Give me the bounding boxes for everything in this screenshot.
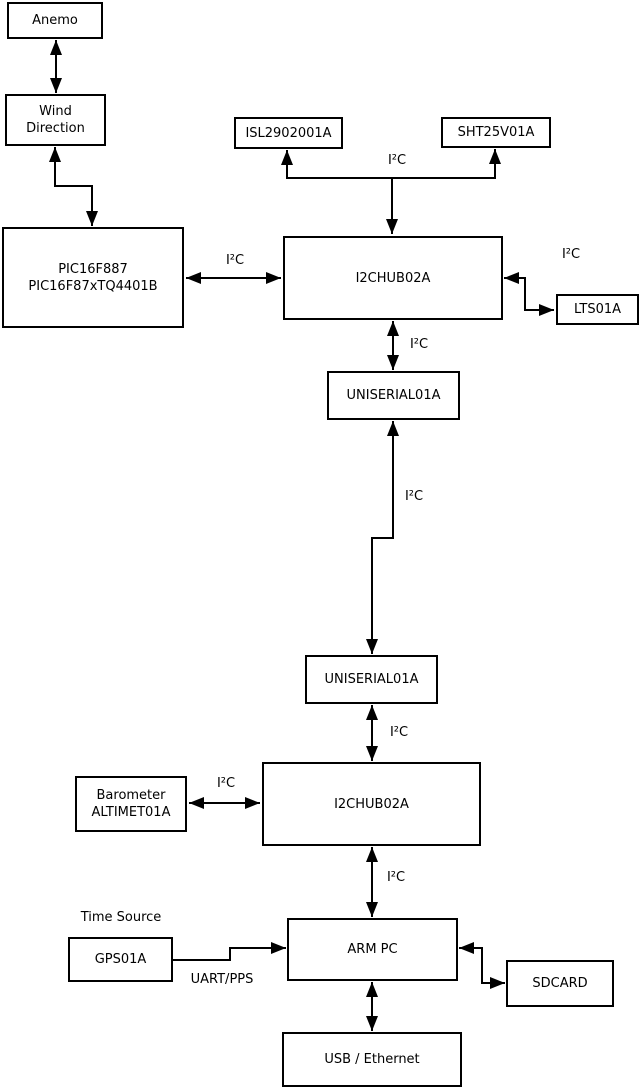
- lts-sensor-box: LTS01A: [556, 294, 639, 325]
- i2c-label-hub2-armpc: I²C: [386, 870, 406, 885]
- i2chub-top-box: I2CHUB02A: [283, 236, 503, 320]
- uniserial-top-box: UNISERIAL01A: [327, 371, 460, 420]
- arm-pc-label: ARM PC: [347, 942, 398, 957]
- wind-direction-label-line2: Direction: [26, 121, 85, 136]
- pic-microcontroller-box: PIC16F887 PIC16F87xTQ4401B: [2, 227, 184, 328]
- pic-label-line2: PIC16F87xTQ4401B: [28, 278, 158, 294]
- connector-gps-armpc: [173, 942, 286, 961]
- usb-ethernet-label: USB / Ethernet: [324, 1052, 420, 1067]
- i2chub-bottom-label: I2CHUB02A: [334, 796, 409, 812]
- uniserial-bottom-label: UNISERIAL01A: [324, 672, 419, 687]
- anemo-box: Anemo: [7, 2, 103, 39]
- i2c-label-sensors: I²C: [387, 153, 407, 168]
- connector-isl-i2chub-top: [281, 150, 398, 234]
- i2chub-bottom-box: I2CHUB02A: [262, 762, 481, 846]
- i2c-label-barometer: I²C: [216, 776, 236, 791]
- wind-direction-label-line1: Wind: [39, 104, 72, 119]
- isl-label: ISL2902001A: [245, 125, 332, 141]
- time-source-label: Time Source: [80, 910, 162, 925]
- lts-label: LTS01A: [573, 302, 622, 317]
- i2c-label-uniserial-link: I²C: [404, 489, 424, 504]
- connector-sht-branch: [392, 149, 501, 179]
- i2c-label-pic-hub: I²C: [225, 253, 245, 268]
- sdcard-box: SDCARD: [506, 960, 614, 1007]
- gps-label: GPS01A: [94, 952, 147, 967]
- uart-pps-label: UART/PPS: [190, 972, 254, 987]
- connector-wind-direction-pic: [49, 147, 98, 226]
- uniserial-top-label: UNISERIAL01A: [346, 388, 441, 403]
- i2c-label-hub-uniserial: I²C: [409, 337, 429, 352]
- i2chub-top-label: I2CHUB02A: [355, 270, 431, 286]
- sdcard-label: SDCARD: [532, 976, 588, 991]
- isl-sensor-box: ISL2902001A: [234, 117, 343, 149]
- i2c-label-uniserial-hub2: I²C: [389, 725, 409, 740]
- barometer-label-line2: ALTIMET01A: [91, 805, 171, 820]
- barometer-label-line1: Barometer: [96, 788, 166, 803]
- gps-box: GPS01A: [68, 937, 173, 982]
- arm-pc-box: ARM PC: [287, 918, 458, 981]
- anemo-label: Anemo: [32, 13, 78, 28]
- usb-ethernet-box: USB / Ethernet: [282, 1032, 462, 1087]
- pic-label-line1: PIC16F887: [58, 261, 128, 277]
- barometer-box: Barometer ALTIMET01A: [75, 776, 187, 832]
- connector-uniserial-top-uniserial-bottom: [366, 421, 399, 654]
- connector-i2chub-top-lts: [504, 272, 554, 316]
- wind-direction-box: Wind Direction: [5, 94, 106, 146]
- uniserial-bottom-box: UNISERIAL01A: [305, 655, 438, 704]
- sht-label: SHT25V01A: [457, 125, 535, 140]
- i2c-label-lts: I²C: [561, 247, 581, 262]
- sht-sensor-box: SHT25V01A: [441, 117, 551, 148]
- connector-armpc-sdcard: [459, 942, 505, 989]
